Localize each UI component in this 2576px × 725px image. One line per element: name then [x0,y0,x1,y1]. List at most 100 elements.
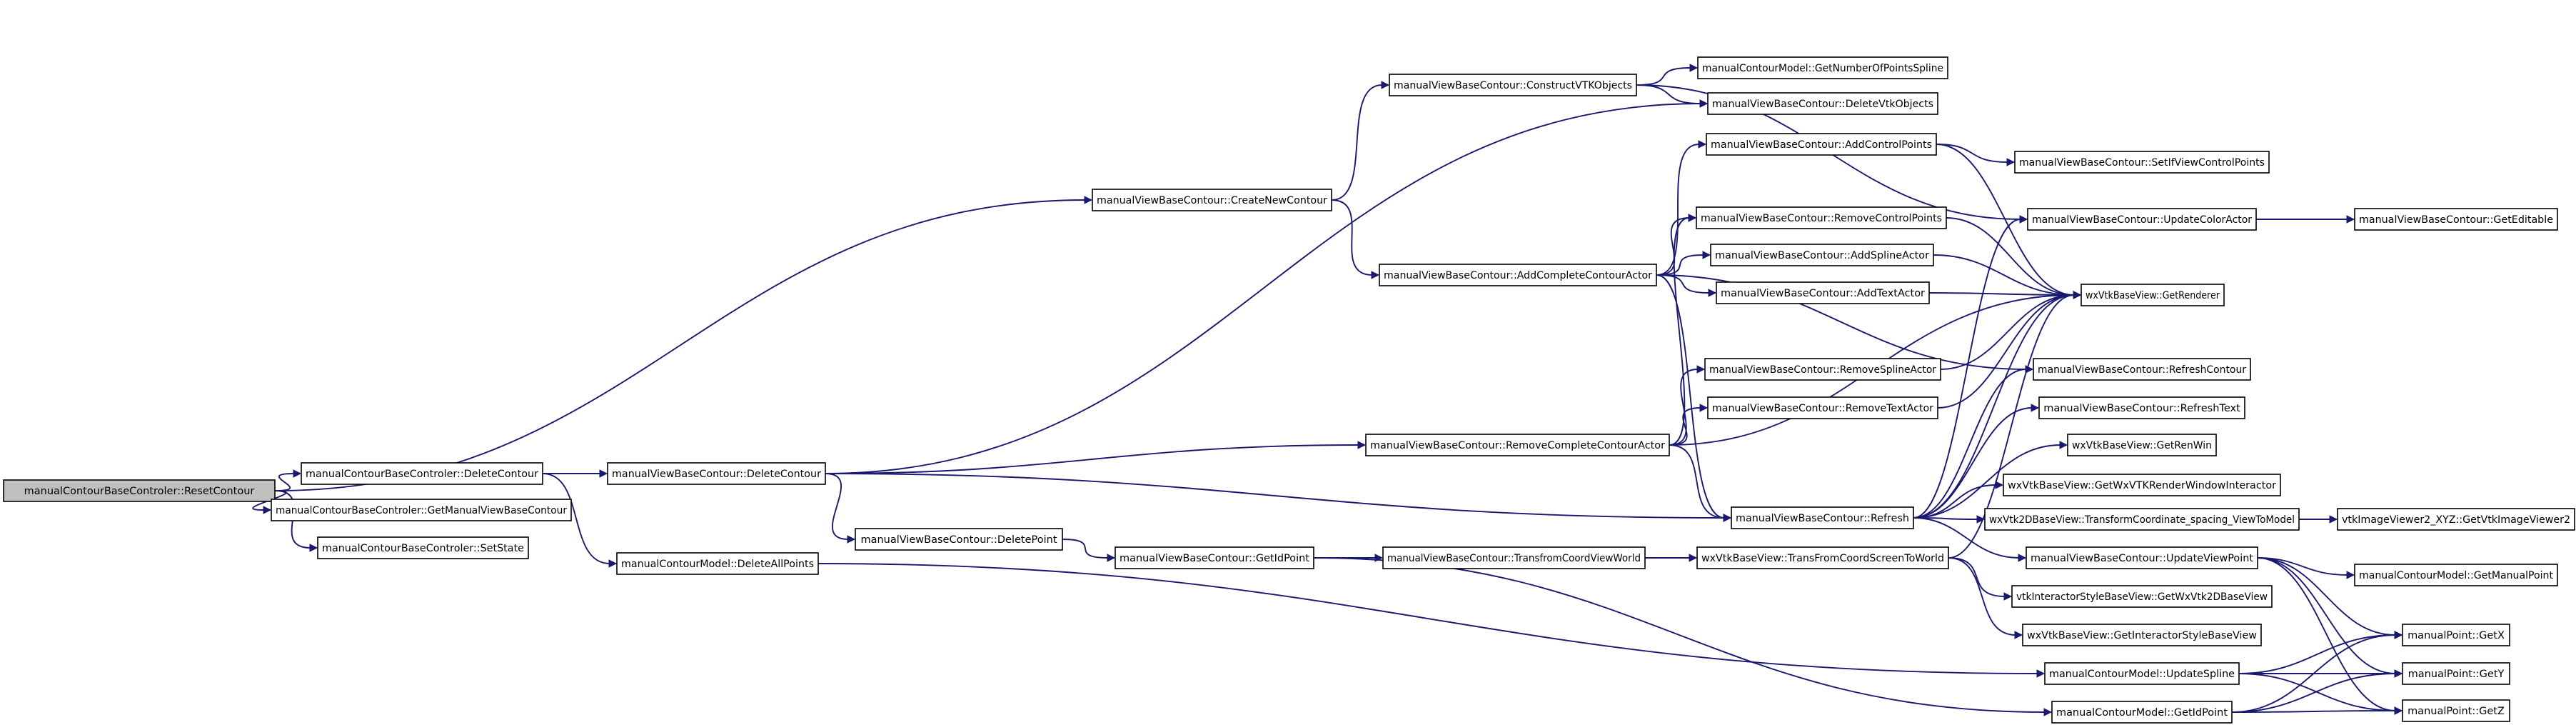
node-manualviewbasecontour-refreshcontour[interactable]: manualViewBaseContour::RefreshContour [2033,358,2251,381]
node-manualviewbasecontour-addcontrolpoints[interactable]: manualViewBaseContour::AddControlPoints [1706,133,1937,156]
node-manualviewbasecontour-removecompletecontouractor[interactable]: manualViewBaseContour::RemoveCompleteCon… [1365,434,1670,456]
node-manualcontourmodel-getidpoint[interactable]: manualContourModel::GetIdPoint [2051,701,2233,724]
node-wxvtkbaseview-transfromcoordscreentoworld[interactable]: wxVtkBaseView::TransFromCoordScreenToWor… [1696,546,1949,569]
node-box[interactable] [1731,506,1914,529]
node-label: wxVtkBaseView::GetWxVTKRenderWindowInter… [2008,480,2276,491]
node-box[interactable] [1706,133,1937,156]
node-box[interactable] [2022,624,2262,646]
call-edge [1948,294,2075,559]
node-manualcontourmodel-getmanualpoint[interactable]: manualContourModel::GetManualPoint [2354,564,2558,586]
node-box[interactable] [1365,434,1670,456]
node-box[interactable] [607,462,826,485]
node-box[interactable] [2337,508,2575,531]
node-box[interactable] [1697,56,1948,79]
node-manualcontourbasecontroler-setstate[interactable]: manualContourBaseControler::SetState [317,536,529,559]
node-box[interactable] [2003,474,2281,496]
node-box[interactable] [2354,564,2558,586]
node-box[interactable] [1710,244,1934,266]
node-manualcontourmodel-deleteallpoints[interactable]: manualContourModel::DeleteAllPoints [616,552,819,575]
node-box[interactable] [2014,151,2270,174]
node-label: manualViewBaseContour::AddControlPoints [1711,139,1932,151]
node-box[interactable] [301,462,543,485]
node-box[interactable] [1707,396,1938,419]
call-edge [1656,274,2027,370]
node-box[interactable] [2402,699,2510,722]
node-manualviewbasecontour-deletepoint[interactable]: manualViewBaseContour::DeletePoint [855,528,1063,551]
call-edge [2231,710,2396,713]
node-wxvtk2dbaseview-transformcoordinate-spacing-viewtomodel[interactable]: wxVtk2DBaseView::TransformCoordinate_spa… [1984,508,2300,531]
node-manualviewbasecontour-setifviewcontrolpoints[interactable]: manualViewBaseContour::SetIfViewControlP… [2014,151,2270,174]
node-box[interactable] [2402,624,2510,646]
node-box[interactable] [2026,546,2258,569]
edge-arrowhead [2043,708,2053,716]
node-box[interactable] [2033,358,2251,381]
node-box[interactable] [2354,208,2558,231]
node-manualviewbasecontour-addcompletecontouractor[interactable]: manualViewBaseContour::AddCompleteContou… [1379,264,1657,286]
node-manualviewbasecontour-getidpoint[interactable]: manualViewBaseContour::GetIdPoint [1115,546,1314,569]
node-box[interactable] [2081,284,2225,306]
edge-arrowhead [2346,571,2355,579]
node-manualpoint-getz[interactable]: manualPoint::GetZ [2402,699,2510,722]
node-manualviewbasecontour-refresh[interactable]: manualViewBaseContour::Refresh [1731,506,1914,529]
node-box[interactable] [1984,508,2300,531]
node-vtkinteractorstylebaseview-getwxvtk2dbaseview[interactable]: vtkInteractorStyleBaseView::GetWxVtk2DBa… [2011,585,2273,608]
node-box[interactable] [2402,662,2510,685]
node-box[interactable] [1707,92,1938,115]
node-manualviewbasecontour-removetextactor[interactable]: manualViewBaseContour::RemoveTextActor [1707,396,1938,419]
node-box[interactable] [1696,546,1949,569]
node-box[interactable] [2067,434,2217,456]
node-manualviewbasecontour-removecontrolpoints[interactable]: manualViewBaseContour::RemoveControlPoin… [1696,206,1947,229]
node-manualviewbasecontour-deletecontour[interactable]: manualViewBaseContour::DeleteContour [607,462,826,485]
call-edge [2257,557,2396,674]
node-manualcontourbasecontroler-getmanualviewbasecontour[interactable]: manualContourBaseControler::GetManualVie… [271,499,572,521]
edge-arrowhead [2059,441,2068,449]
node-box[interactable] [1115,546,1314,569]
node-manualviewbasecontour-deletevtkobjects[interactable]: manualViewBaseContour::DeleteVtkObjects [1707,92,1938,115]
node-manualviewbasecontour-updateviewpoint[interactable]: manualViewBaseContour::UpdateViewPoint [2026,546,2258,569]
call-edge [825,473,849,540]
node-manualpoint-gety[interactable]: manualPoint::GetY [2402,662,2510,685]
call-edge [542,473,610,564]
node-manualcontourbasecontroler-resetcontour[interactable]: manualContourBaseControler::ResetContour [3,479,276,502]
node-box[interactable] [1704,358,1941,381]
node-manualviewbasecontour-addtextactor[interactable]: manualViewBaseContour::AddTextActor [1716,281,1930,304]
node-manualcontourmodel-getnumberofpointsspline[interactable]: manualContourModel::GetNumberOfPointsSpl… [1697,56,1948,79]
node-manualviewbasecontour-constructvtkobjects[interactable]: manualViewBaseContour::ConstructVTKObjec… [1389,74,1637,96]
node-label: manualViewBaseContour::RemoveSplineActor [1709,364,1936,376]
node-wxvtkbaseview-getrenwin[interactable]: wxVtkBaseView::GetRenWin [2067,434,2217,456]
node-manualcontourbasecontroler-deletecontour[interactable]: manualContourBaseControler::DeleteContou… [301,462,543,485]
node-manualviewbasecontour-updatecoloractor[interactable]: manualViewBaseContour::UpdateColorActor [2027,208,2257,231]
node-manualviewbasecontour-addsplineactor[interactable]: manualViewBaseContour::AddSplineActor [1710,244,1934,266]
node-box[interactable] [1716,281,1930,304]
node-vtkimageviewer2-xyz-getvtkimageviewer2[interactable]: vtkImageViewer2_XYZ::GetVtkImageViewer2 [2337,508,2575,531]
node-box[interactable] [616,552,819,575]
node-box[interactable] [271,499,572,521]
node-manualviewbasecontour-refreshtext[interactable]: manualViewBaseContour::RefreshText [2038,396,2245,419]
node-box[interactable] [1092,189,1332,211]
node-box[interactable] [2044,662,2240,685]
node-manualcontourmodel-updatespline[interactable]: manualContourModel::UpdateSpline [2044,662,2240,685]
node-box[interactable] [855,528,1063,551]
node-box[interactable] [2051,701,2233,724]
node-box[interactable] [1696,206,1947,229]
node-box[interactable] [2027,208,2257,231]
node-box[interactable] [1389,74,1637,96]
call-edge [1913,369,2027,519]
node-label: manualViewBaseContour::AddTextActor [1721,288,1925,299]
node-box[interactable] [1379,264,1657,286]
edge-arrowhead [293,469,302,478]
call-edge [1669,369,1699,446]
node-wxvtkbaseview-getinteractorstylebaseview[interactable]: wxVtkBaseView::GetInteractorStyleBaseVie… [2022,624,2262,646]
node-manualviewbasecontour-removesplineactor[interactable]: manualViewBaseContour::RemoveSplineActor [1704,358,1941,381]
node-wxvtkbaseview-getwxvtkrenderwindowinteractor[interactable]: wxVtkBaseView::GetWxVTKRenderWindowInter… [2003,474,2281,496]
node-wxvtkbaseview-getrenderer[interactable]: wxVtkBaseView::GetRenderer [2081,284,2225,306]
node-box[interactable] [3,479,276,502]
node-manualviewbasecontour-transfromcoordviewworld[interactable]: manualViewBaseContour::TransfromCoordVie… [1382,546,1646,569]
node-manualpoint-getx[interactable]: manualPoint::GetX [2402,624,2510,646]
node-manualviewbasecontour-geteditable[interactable]: manualViewBaseContour::GetEditable [2354,208,2558,231]
node-box[interactable] [2038,396,2245,419]
node-box[interactable] [317,536,529,559]
node-manualviewbasecontour-createnewcontour[interactable]: manualViewBaseContour::CreateNewContour [1092,189,1332,211]
node-box[interactable] [1382,546,1646,569]
node-box[interactable] [2011,585,2273,608]
